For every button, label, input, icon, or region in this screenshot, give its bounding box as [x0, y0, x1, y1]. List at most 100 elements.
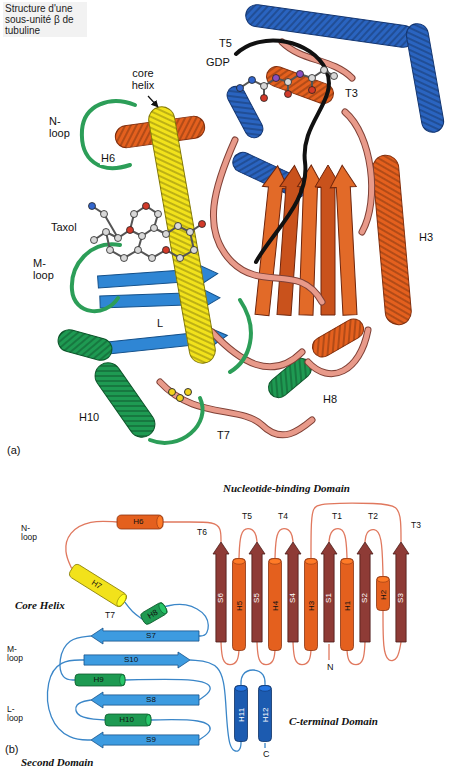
- element-label: S10: [124, 656, 138, 664]
- element-label: H4: [271, 600, 279, 610]
- domain-name: Nucleotide-binding Domain: [222, 483, 351, 495]
- element-label: S1: [325, 593, 333, 603]
- cylinder-end: [269, 558, 281, 564]
- strand-arrow: [249, 542, 265, 642]
- helix-cylinder: H2: [377, 576, 390, 610]
- strand-shape: [91, 692, 199, 708]
- loop-connector: [124, 601, 142, 619]
- strand-shape: [321, 542, 337, 642]
- beta-strand-arrow: S3: [393, 542, 409, 642]
- cylinder-body: [105, 714, 151, 726]
- strand-arrow: [84, 652, 190, 668]
- strand-shape: [91, 628, 199, 644]
- cylinder-end: [120, 675, 125, 686]
- beta-strand-arrow: S9: [91, 732, 199, 748]
- strand-shape: [393, 542, 409, 642]
- gdp-molecule: [237, 67, 338, 102]
- element-label: S6: [217, 593, 225, 603]
- helix-cylinder: H11: [235, 685, 248, 741]
- beta-strand-arrow: S1: [321, 542, 337, 642]
- strand-arrow: [91, 732, 199, 748]
- element-label: H1: [343, 600, 351, 610]
- cylinder-body: [259, 685, 272, 741]
- part-label: T3: [344, 88, 359, 100]
- part-label: H3: [418, 232, 434, 244]
- loop-connector: [163, 522, 221, 542]
- domain-name: C-terminal Domain: [288, 716, 379, 728]
- cylinder-body: [341, 558, 354, 650]
- loop-label: L-loop: [6, 705, 30, 723]
- part-label: (a): [6, 445, 21, 457]
- blue-helices: [224, 3, 445, 201]
- part-label: T5: [218, 38, 233, 50]
- loop-label: T3: [410, 521, 422, 530]
- cylinder-body: [269, 558, 282, 650]
- part-label: T7: [216, 430, 231, 442]
- cylinder-end: [157, 601, 168, 614]
- strand-arrow: [357, 542, 373, 642]
- helix-cylinder: H6: [117, 515, 163, 529]
- loop-label: N-loop: [20, 524, 44, 542]
- cylinder-body: [377, 576, 390, 610]
- helix-cylinder: H10: [105, 714, 151, 726]
- cylinder-end: [235, 685, 247, 691]
- strand-arrow: [91, 692, 199, 708]
- domain-name: Second Domain: [20, 757, 94, 769]
- cylinder-body: [305, 558, 318, 650]
- part-label: Taxol: [50, 222, 78, 234]
- figure-title: Structure d'une sous-unité β de tubuline: [3, 2, 87, 37]
- green-loops: [72, 101, 251, 443]
- taxol-molecule: [89, 203, 206, 262]
- helix-cylinder: H7: [68, 562, 129, 608]
- strand-shape: [285, 542, 301, 642]
- strand-arrow: [321, 542, 337, 642]
- strand-arrow: [91, 628, 199, 644]
- part-label: H6: [100, 153, 116, 165]
- loop-label: T7: [104, 611, 116, 620]
- helix-cylinder: H8: [139, 601, 168, 625]
- part-label: GDP: [205, 57, 231, 69]
- cylinder-end: [233, 558, 245, 564]
- strand-arrow: [213, 542, 229, 642]
- part-label: C: [262, 750, 271, 759]
- beta-strand-arrow: S8: [91, 692, 199, 708]
- strand-shape: [213, 542, 229, 642]
- cylinder-end: [341, 558, 353, 564]
- helix-cylinder: H4: [269, 558, 282, 650]
- part-label: H8: [322, 394, 338, 406]
- cylinder-end: [157, 516, 163, 529]
- cylinder-end: [146, 715, 151, 726]
- beta-strand-arrow: S5: [249, 542, 265, 642]
- core-helix: [147, 105, 218, 366]
- element-label: S5: [253, 593, 261, 603]
- element-label: H6: [133, 518, 143, 526]
- element-label: S2: [361, 593, 369, 603]
- element-label: S8: [146, 696, 156, 704]
- beta-strand-arrow: S4: [285, 542, 301, 642]
- t5-loop: [236, 41, 329, 262]
- orange-sheet: [249, 164, 363, 316]
- n-terminus-line: [328, 644, 329, 660]
- element-label: S7: [146, 632, 156, 640]
- helix-cylinder: H5: [233, 558, 246, 650]
- cylinder-end: [259, 685, 271, 691]
- cylinder-body: [233, 558, 246, 650]
- element-label: S3: [397, 593, 405, 603]
- part-label: (b): [4, 744, 19, 756]
- cylinder-body: [139, 601, 168, 625]
- part-label: N-loop: [48, 116, 76, 139]
- loop-label: T4: [277, 512, 289, 521]
- beta-strand-arrow: S6: [213, 542, 229, 642]
- strand-arrow: [285, 542, 301, 642]
- loop-label: T6: [196, 528, 208, 537]
- part-label: H10: [78, 412, 100, 424]
- strand-shape: [91, 732, 199, 748]
- cylinder-body: [68, 562, 129, 608]
- part-label: L: [156, 318, 164, 330]
- cylinder-end: [377, 576, 389, 582]
- part-label: M-loop: [32, 258, 60, 281]
- loop-label: T2: [367, 512, 379, 521]
- element-label: H11: [237, 707, 245, 721]
- loop-connector: [241, 670, 265, 685]
